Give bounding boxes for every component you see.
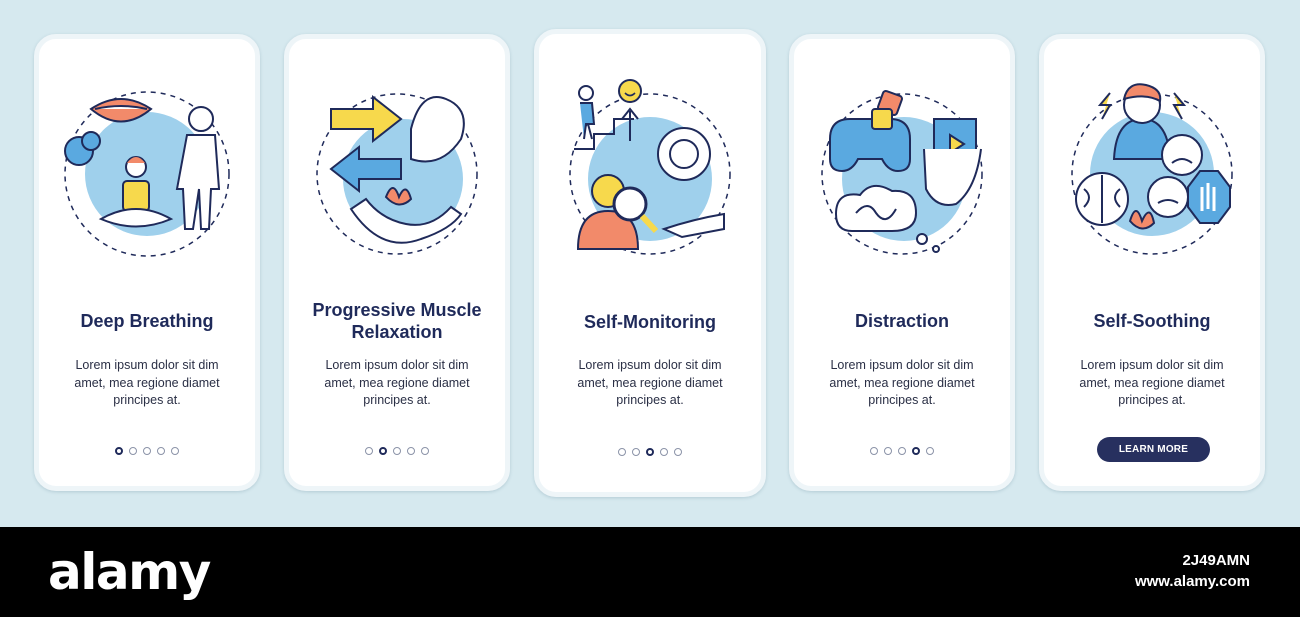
- onboarding-screens: Deep Breathing Lorem ipsum dolor sit dim…: [34, 29, 1265, 497]
- card-title: Self-Monitoring: [584, 312, 716, 332]
- page-dot-3[interactable]: [898, 447, 906, 455]
- page-dot-4[interactable]: [660, 448, 668, 456]
- card-description: Lorem ipsum dolor sit dim amet, mea regi…: [577, 358, 723, 407]
- onboarding-card-5: Self-Soothing Lorem ipsum dolor sit dim …: [1039, 34, 1265, 491]
- pagination-dots: [539, 448, 761, 456]
- onboarding-card-4: Distraction Lorem ipsum dolor sit dim am…: [789, 34, 1015, 491]
- card-title: Deep Breathing: [80, 311, 214, 331]
- card-title: Distraction: [854, 311, 950, 331]
- pagination-dots: [289, 447, 505, 455]
- page-dot-4[interactable]: [912, 447, 920, 455]
- card-description: Lorem ipsum dolor sit dim amet, mea regi…: [74, 358, 220, 407]
- page-dot-5[interactable]: [171, 447, 179, 455]
- page-dot-1[interactable]: [870, 447, 878, 455]
- page-dot-5[interactable]: [421, 447, 429, 455]
- page-dot-3[interactable]: [143, 447, 151, 455]
- alamy-logo: alamy: [48, 543, 211, 601]
- page-dot-2[interactable]: [129, 447, 137, 455]
- page-dot-1[interactable]: [115, 447, 123, 455]
- page-dot-2[interactable]: [379, 447, 387, 455]
- onboarding-card-3: Self-Monitoring Lorem ipsum dolor sit di…: [534, 29, 766, 497]
- image-id: 2J49AMN: [1182, 552, 1250, 569]
- site-url[interactable]: www.alamy.com: [1134, 573, 1250, 590]
- pagination-dots: [794, 447, 1010, 455]
- distraction-icon: [821, 90, 983, 255]
- page-dot-2[interactable]: [632, 448, 640, 456]
- muscle-relaxation-icon: [316, 93, 478, 255]
- card-description: Lorem ipsum dolor sit dim amet, mea regi…: [829, 358, 975, 407]
- onboarding-card-1: Deep Breathing Lorem ipsum dolor sit dim…: [34, 34, 260, 491]
- card-description: Lorem ipsum dolor sit dim amet, mea regi…: [324, 358, 470, 407]
- page-dot-3[interactable]: [393, 447, 401, 455]
- onboarding-card-2: Progressive Muscle Relaxation Lorem ipsu…: [284, 34, 510, 491]
- card-title: Progressive Muscle Relaxation: [312, 300, 482, 342]
- page-dot-1[interactable]: [618, 448, 626, 456]
- deep-breathing-icon: [64, 91, 230, 257]
- self-soothing-icon: [1071, 83, 1233, 255]
- page-dot-1[interactable]: [365, 447, 373, 455]
- page-dot-3[interactable]: [646, 448, 654, 456]
- learn-more-button[interactable]: LEARN MORE: [1097, 437, 1210, 462]
- page-dot-4[interactable]: [157, 447, 165, 455]
- card-description: Lorem ipsum dolor sit dim amet, mea regi…: [1079, 358, 1225, 407]
- page-dot-5[interactable]: [674, 448, 682, 456]
- pagination-dots: [39, 447, 255, 455]
- page-dot-5[interactable]: [926, 447, 934, 455]
- stock-watermark-bar: alamy 2J49AMN www.alamy.com: [0, 527, 1300, 617]
- page-dot-2[interactable]: [884, 447, 892, 455]
- card-title: Self-Soothing: [1093, 311, 1211, 331]
- self-monitoring-icon: [569, 79, 731, 255]
- page-dot-4[interactable]: [407, 447, 415, 455]
